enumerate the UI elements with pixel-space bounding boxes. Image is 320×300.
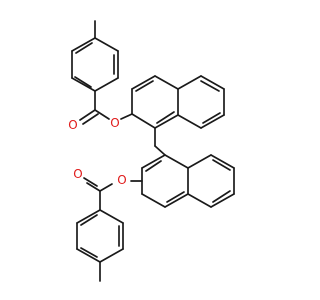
bond [200, 114, 225, 129]
oxygen-label: O [73, 167, 82, 181]
bond [75, 42, 93, 54]
bond [99, 248, 124, 263]
bond [131, 75, 156, 90]
oxygen-label: O [110, 116, 119, 130]
bond [154, 145, 166, 156]
bond [156, 111, 175, 124]
bond [187, 154, 212, 169]
bond [200, 80, 220, 92]
top-naphthalene [131, 75, 225, 129]
bond [80, 247, 98, 258]
bond [164, 193, 189, 208]
bond [82, 113, 99, 125]
bottom-ester-group [83, 177, 113, 211]
bond [99, 183, 113, 192]
bond [141, 193, 166, 208]
bond [94, 37, 119, 52]
bond [135, 80, 154, 92]
atom-o-carbonyl-top: O [67, 118, 79, 132]
bond [154, 75, 179, 90]
oxygen-label: O [117, 173, 126, 187]
methylene-bridge [154, 127, 166, 156]
atom-o-ester-top: O [109, 116, 121, 130]
bond [187, 193, 212, 208]
bond [145, 160, 162, 172]
bond [177, 114, 202, 129]
bond [210, 154, 235, 169]
top-toluoyl-ring [71, 37, 119, 92]
bond [99, 209, 124, 224]
bond [74, 76, 92, 88]
bond [94, 77, 119, 92]
bond [154, 114, 179, 129]
bottom-naphthalene [141, 154, 235, 208]
atom-o-carbonyl-bottom: O [72, 167, 84, 181]
bond [71, 37, 96, 52]
top-aryl-ester-bond [120, 113, 133, 120]
bond [166, 191, 185, 203]
bond [200, 75, 225, 90]
bond [83, 177, 98, 187]
bond [141, 154, 166, 169]
bottom-toluoyl-ring [76, 209, 124, 263]
bond [120, 113, 133, 120]
bond [212, 159, 231, 171]
bond [80, 214, 98, 226]
bond [76, 209, 101, 224]
bond [177, 75, 202, 90]
bond [164, 154, 189, 169]
chemical-structure-diagram: O O O O [67, 20, 235, 282]
bond [212, 190, 231, 203]
bond [71, 77, 96, 92]
atom-o-ester-bottom: O [116, 173, 128, 187]
oxygen-label: O [68, 118, 77, 132]
bond [76, 248, 101, 263]
top-ester-group [79, 90, 110, 125]
bond [210, 193, 235, 208]
bond [86, 182, 101, 192]
bond [131, 113, 156, 129]
bond [94, 109, 110, 120]
bond [79, 109, 96, 121]
bond [202, 112, 221, 124]
